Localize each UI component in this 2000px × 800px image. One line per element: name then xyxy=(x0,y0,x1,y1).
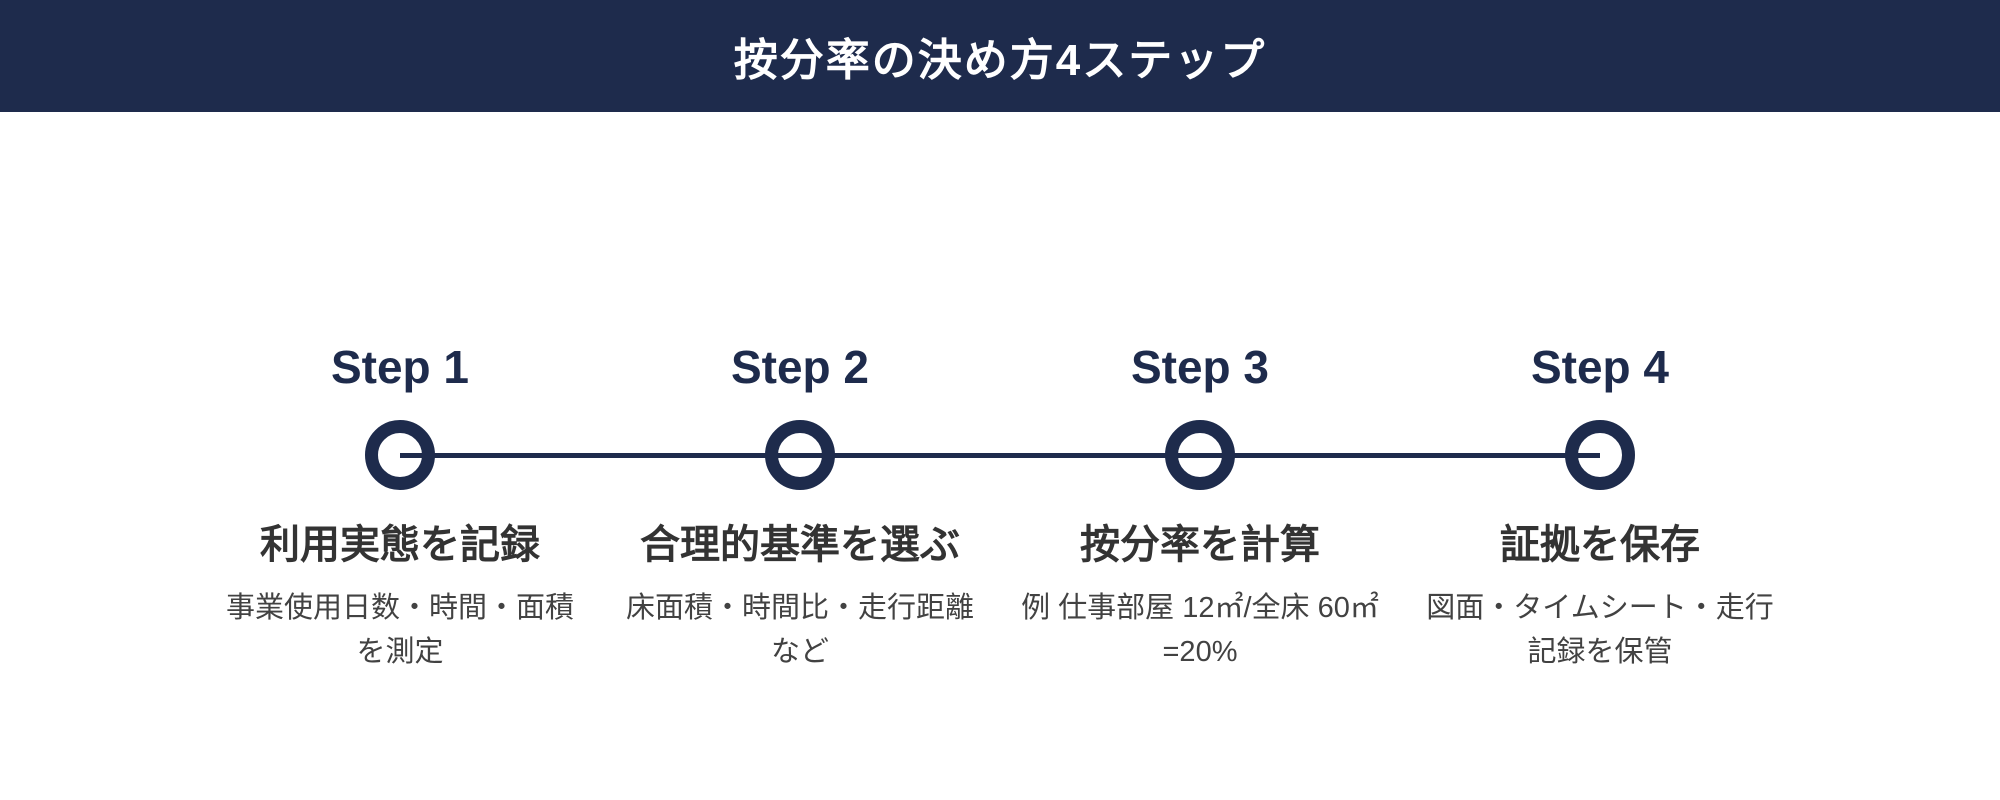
step-4-label: Step 4 xyxy=(1530,341,1670,393)
step-4-description: 図面・タイムシート・走行 記録を保管 xyxy=(1426,592,1774,668)
step-1-description: 事業使用日数・時間・面積 を測定 xyxy=(225,592,574,668)
step-1-heading: 利用実態を記録 xyxy=(260,523,540,567)
step-2-heading: 合理的基準を選ぶ xyxy=(640,523,960,567)
timeline-line xyxy=(400,453,1600,458)
step-2-description: 床面積・時間比・走行距離 など xyxy=(625,592,974,668)
step-column-4: Step 4 証拠を保存 図面・タイムシート・走行 記録を保管 xyxy=(1400,341,1800,674)
step-4-heading: 証拠を保存 xyxy=(1500,523,1700,567)
step-3-label: Step 3 xyxy=(1130,341,1270,393)
page-title: 按分率の決め方4ステップ xyxy=(733,36,1267,85)
header-bar: 按分率の決め方4ステップ xyxy=(0,0,2000,112)
step-column-3: Step 3 按分率を計算 例 仕事部屋 12㎡/全床 60㎡ =20% xyxy=(1000,341,1400,674)
step-column-2: Step 2 合理的基準を選ぶ 床面積・時間比・走行距離 など xyxy=(600,341,1000,674)
step-3-description: 例 仕事部屋 12㎡/全床 60㎡ =20% xyxy=(1021,592,1379,668)
step-2-label: Step 2 xyxy=(730,341,870,393)
step-3-heading: 按分率を計算 xyxy=(1080,523,1320,567)
step-column-1: Step 1 利用実態を記録 事業使用日数・時間・面積 を測定 xyxy=(200,341,600,674)
steps-container: Step 1 利用実態を記録 事業使用日数・時間・面積 を測定 Step 2 合… xyxy=(200,341,1800,674)
step-1-label: Step 1 xyxy=(330,341,470,393)
